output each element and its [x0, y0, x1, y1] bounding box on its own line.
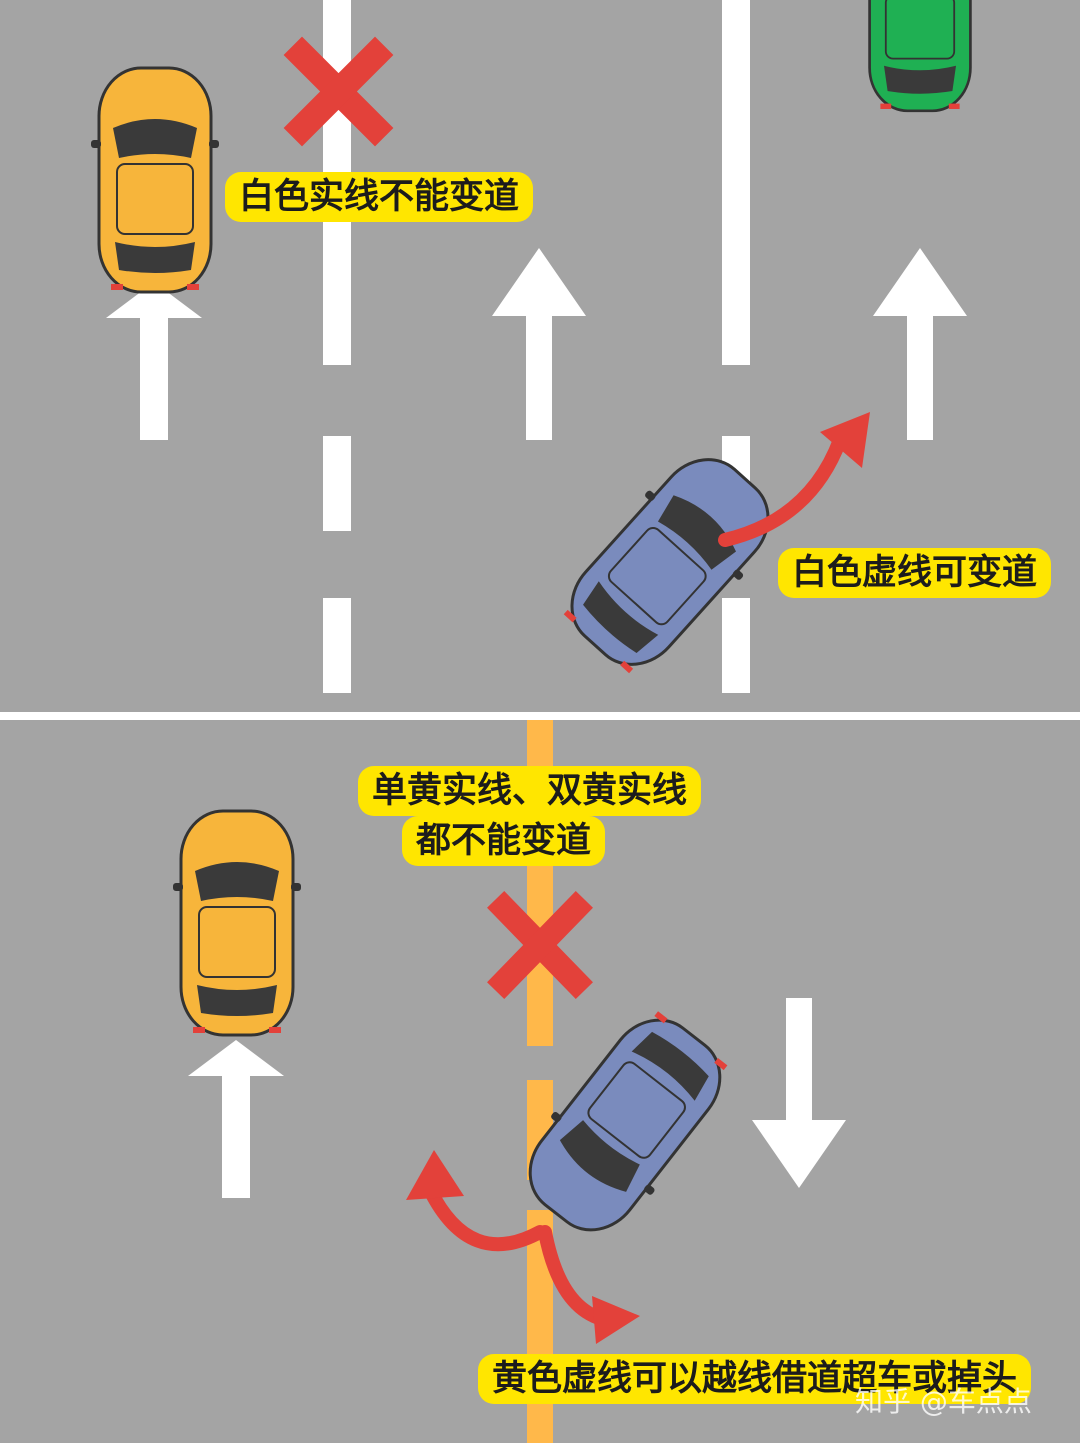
curved-arrow [406, 1150, 547, 1252]
yellow-car [89, 66, 221, 294]
direction-arrow [492, 248, 586, 440]
solid-line-label: 白色实线不能变道 [225, 172, 534, 222]
green-car [861, 0, 979, 113]
direction-arrow [752, 998, 846, 1188]
forbidden-x-icon [283, 36, 394, 147]
curved-arrow [718, 412, 870, 547]
panel-divider [0, 712, 1080, 720]
curved-arrow [538, 1225, 640, 1344]
yellow-solid-label-line2: 都不能变道 [402, 816, 606, 866]
yellow-solid-label-line1: 单黄实线、双黄实线 [358, 766, 702, 816]
direction-arrow [873, 248, 967, 440]
forbidden-x-icon [487, 891, 593, 999]
dashed-line-label: 白色虚线可变道 [778, 548, 1052, 598]
right-lane-line [722, 0, 750, 693]
direction-arrow [106, 282, 202, 440]
yellow-car [171, 809, 303, 1037]
watermark: 知乎 @车点点 [855, 1385, 1032, 1418]
yellow-dashed-label: 黄色虚线可以越线借道超车或掉头 [478, 1354, 1032, 1404]
direction-arrow [188, 1040, 284, 1198]
